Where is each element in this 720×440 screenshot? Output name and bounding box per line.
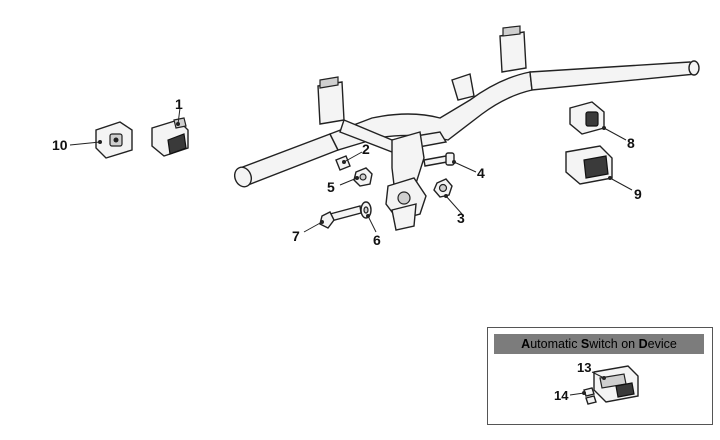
part-1-switch — [151, 117, 189, 157]
callout-14: 14 — [554, 388, 569, 403]
part-8-switch — [569, 101, 605, 135]
callout-8: 8 — [627, 135, 635, 151]
inset-title: Automatic Switch on Device — [494, 334, 704, 354]
inset-diagram: 13 14 — [554, 360, 639, 405]
callout-7: 7 — [292, 228, 300, 244]
inset-automatic-switch-on-device: Automatic Switch on Device 13 14 — [487, 327, 713, 425]
callout-3: 3 — [457, 210, 465, 226]
callout-9: 9 — [634, 186, 642, 202]
callout-5: 5 — [327, 179, 335, 195]
handlebar — [233, 25, 700, 231]
part-13-device — [593, 365, 639, 403]
part-5-nut — [353, 167, 373, 187]
callout-1: 1 — [175, 96, 183, 112]
callout-13: 13 — [577, 360, 591, 375]
inset-title-part: utomatic — [530, 337, 581, 351]
callout-4: 4 — [477, 165, 485, 181]
callout-10: 10 — [52, 137, 68, 153]
inset-title-part: A — [521, 337, 531, 351]
callout-2: 2 — [362, 141, 370, 157]
part-10-switch — [95, 121, 133, 159]
inset-title-part: S — [580, 337, 590, 351]
part-14-screws — [583, 387, 597, 405]
callout-6: 6 — [373, 232, 381, 248]
part-7-bolt — [319, 205, 362, 229]
inset-title-part: witch on — [589, 337, 639, 351]
part-3-nut — [433, 178, 453, 198]
inset-title-part: D — [638, 337, 648, 351]
leader-lines — [69, 107, 633, 233]
part-4-bolt — [423, 152, 455, 167]
part-9-switch — [565, 145, 613, 185]
inset-title-part: evice — [647, 337, 677, 351]
